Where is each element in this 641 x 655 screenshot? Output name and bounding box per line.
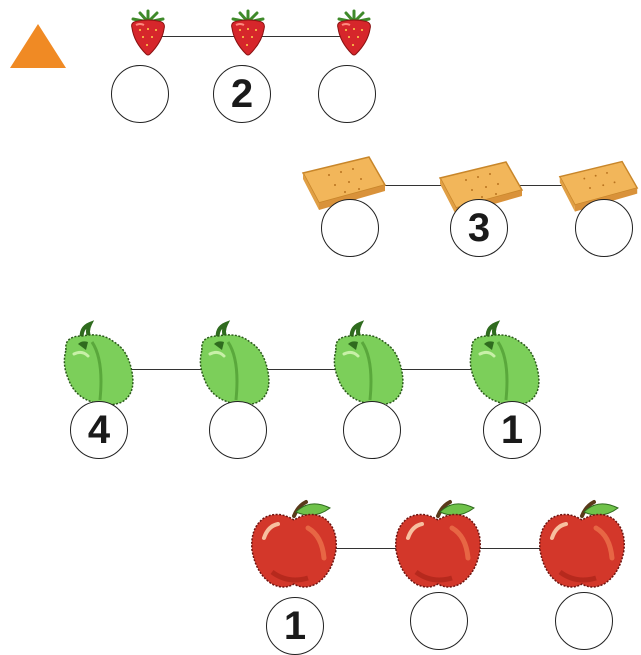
- apple-icon: [248, 498, 340, 590]
- green-pepper-icon: [322, 320, 410, 408]
- orange-triangle-icon: [10, 24, 66, 68]
- answer-circle[interactable]: [555, 592, 613, 650]
- answer-circle[interactable]: [410, 592, 468, 650]
- answer-circle[interactable]: 4: [70, 401, 128, 459]
- answer-circle[interactable]: [321, 199, 379, 257]
- answer-circle[interactable]: 1: [266, 597, 324, 655]
- strawberry-icon: [226, 9, 270, 56]
- answer-circle[interactable]: [209, 401, 267, 459]
- answer-circle[interactable]: [111, 65, 169, 123]
- answer-circle[interactable]: [343, 401, 401, 459]
- strawberry-icon: [332, 9, 376, 56]
- answer-circle[interactable]: [318, 65, 376, 123]
- answer-circle[interactable]: [575, 199, 633, 257]
- answer-circle[interactable]: 3: [450, 199, 508, 257]
- green-pepper-icon: [188, 320, 276, 408]
- answer-circle[interactable]: 2: [213, 65, 271, 123]
- apple-icon: [392, 498, 484, 590]
- strawberry-icon: [126, 9, 170, 56]
- green-pepper-icon: [52, 320, 140, 408]
- green-pepper-icon: [458, 320, 546, 408]
- apple-icon: [536, 498, 628, 590]
- connector-line: [120, 369, 480, 370]
- answer-circle[interactable]: 1: [483, 401, 541, 459]
